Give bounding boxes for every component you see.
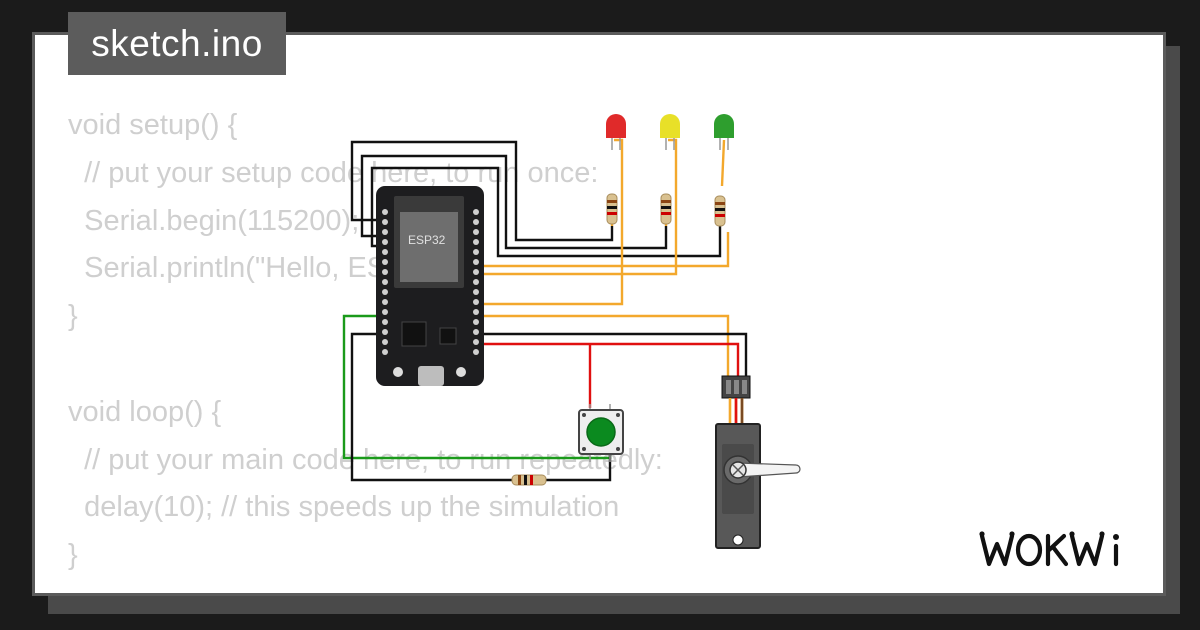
code-line: // put your setup code here, to run once… <box>68 156 599 189</box>
code-line: delay(10); // this speeds up the simulat… <box>68 491 620 524</box>
wire-orange <box>480 138 624 306</box>
wire-black <box>480 332 748 378</box>
push-button-icon <box>586 417 616 447</box>
pins-right <box>473 209 479 355</box>
led-red-icon <box>606 114 626 138</box>
boot-button <box>393 367 403 377</box>
code-line: } <box>68 300 78 333</box>
push-button[interactable] <box>578 404 624 462</box>
wokwi-logo-icon <box>979 531 1119 567</box>
led-green[interactable] <box>714 114 734 150</box>
code-line: // put your main code here, to run repea… <box>68 443 663 476</box>
regulator <box>401 321 427 347</box>
servo-horn <box>737 462 801 478</box>
servo-motor[interactable] <box>715 375 801 549</box>
wire-black <box>350 140 614 242</box>
led-yellow[interactable] <box>660 114 680 150</box>
code-line: void loop() { <box>68 395 222 428</box>
resistor-red[interactable] <box>606 193 618 225</box>
wire-black <box>360 154 668 250</box>
resistor-yellow[interactable] <box>660 193 672 225</box>
project-card <box>32 32 1166 596</box>
wire-orange <box>480 138 678 276</box>
wire-black <box>370 166 722 258</box>
wire-red <box>480 342 740 378</box>
code-line: Serial.begin(115200); <box>68 204 360 237</box>
uart-chip <box>439 327 457 345</box>
wire-orange <box>720 139 726 187</box>
esp32-board[interactable]: ESP32 <box>376 186 484 386</box>
en-button <box>456 367 466 377</box>
code-line: void setup() { <box>68 109 238 141</box>
resistor-green[interactable] <box>714 195 726 227</box>
wire-orange <box>480 314 730 378</box>
resistor-button[interactable] <box>511 474 547 486</box>
usb-port <box>418 366 444 386</box>
led-yellow-icon <box>660 114 680 138</box>
file-tab[interactable]: sketch.ino <box>68 12 286 75</box>
wire-black <box>350 332 512 482</box>
code-line: } <box>68 539 78 572</box>
led-green-icon <box>714 114 734 138</box>
wire-orange <box>480 232 730 268</box>
chip-can <box>400 212 458 282</box>
pins-left <box>382 209 388 355</box>
wire-black <box>546 452 612 482</box>
chip-label: ESP32 <box>408 233 446 247</box>
led-red[interactable] <box>606 114 626 150</box>
